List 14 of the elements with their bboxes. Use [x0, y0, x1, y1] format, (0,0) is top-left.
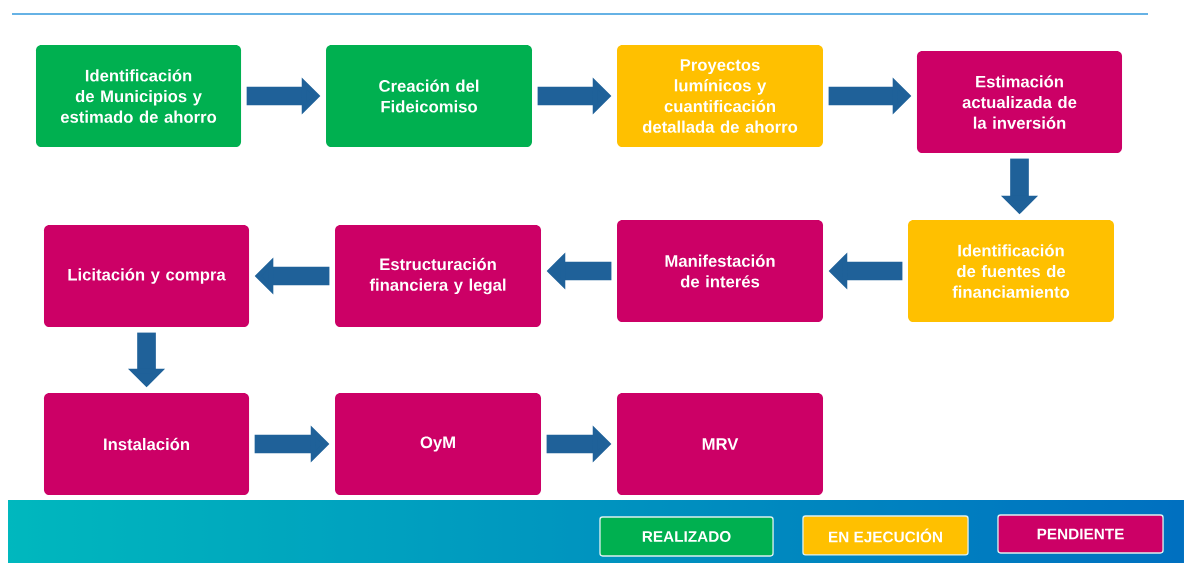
process-box: Licitación y compra	[44, 225, 250, 327]
process-box: Identificación de fuentes de financiamiento	[908, 220, 1114, 322]
legend-box: EN EJECUCIÓN	[802, 515, 969, 556]
process-box: Proyectos lumínicos y cuantificación detallada de ahorro	[617, 45, 823, 147]
process-box: Creación del Fideicomiso	[326, 45, 532, 147]
process-box: Instalación	[44, 393, 250, 495]
process-box: Manifestación de interés	[617, 220, 823, 322]
process-box: Estructuración financiera y legal	[335, 225, 541, 327]
process-box: Estimación actualizada de la inversión	[916, 51, 1123, 153]
process-box: OyM	[335, 393, 541, 495]
legend-box: PENDIENTE	[997, 514, 1164, 554]
process-box: Identificación de Municipios y estimado de ahorro	[36, 45, 242, 147]
legend-box: REALIZADO	[599, 516, 774, 557]
process-box: MRV	[617, 393, 823, 495]
